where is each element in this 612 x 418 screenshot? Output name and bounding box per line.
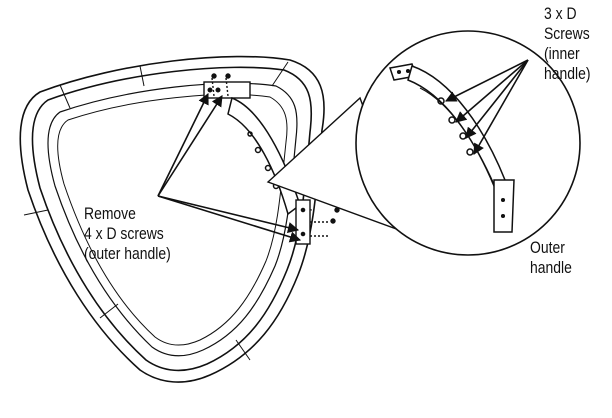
inner-screws-arrows: [444, 59, 529, 155]
outer-handle-label-line-1: Outer: [530, 238, 565, 257]
outer-handle-label-line-2: handle: [530, 258, 572, 277]
outer-screws-arrows: [157, 92, 302, 243]
inner-screws-label-line-1: 3 x D: [544, 4, 577, 23]
inner-screws-label-line-2: Screws: [544, 24, 590, 43]
inner-handle: [227, 96, 301, 216]
outer-screws-label-line-2: 4 x D screws: [84, 224, 164, 243]
outer-screws-label-line-3: (outer handle): [84, 244, 171, 263]
callout-circle: [355, 30, 581, 256]
outer-screws-label: Remove 4 x D screws (outer handle): [84, 204, 171, 264]
outer-handle-label: Outer handle: [530, 238, 572, 278]
outer-handle-side-bracket: [295, 199, 340, 245]
inner-screws-label-line-4: handle): [544, 64, 591, 83]
frame-outer-ring: [19, 55, 325, 383]
inner-screws-label: 3 x D Screws (inner handle): [544, 4, 591, 84]
outer-handle-top-bracket: [203, 73, 251, 99]
outer-screws-label-line-1: Remove: [84, 204, 136, 223]
callout-handle-detail: [389, 63, 515, 233]
inner-screws-label-line-3: (inner: [544, 44, 580, 63]
